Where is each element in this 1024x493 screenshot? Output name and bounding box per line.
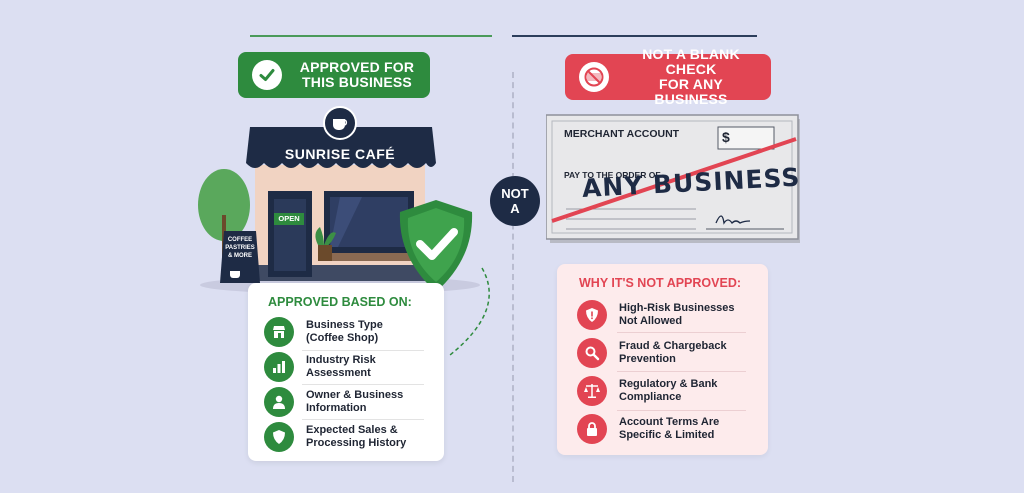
item-separator: [302, 384, 424, 385]
not-blank-check-header: NOT A BLANK CHECK FOR ANY BUSINESS: [565, 47, 771, 107]
criteria-3-line-1: Owner & Business: [306, 389, 404, 401]
check-label: MERCHANT ACCOUNT: [564, 128, 680, 140]
menu-board-line-3: & MORE: [228, 253, 252, 259]
criteria-2-line-2: Assessment: [306, 367, 371, 379]
item-separator: [302, 419, 424, 420]
scales-icon: [577, 376, 607, 406]
approved-criteria-title: APPROVED BASED ON:: [268, 295, 412, 309]
criteria-4-line-2: Processing History: [306, 437, 407, 449]
center-divider: [512, 72, 514, 482]
lock-icon: [577, 414, 607, 444]
store-icon: [264, 317, 294, 347]
reason-2-line-1: Fraud & Chargeback: [619, 340, 727, 352]
not-a-line-1: NOT: [501, 186, 529, 201]
store-sign: SUNRISE CAFÉ: [284, 146, 396, 162]
reason-1-line-2: Not Allowed: [619, 315, 683, 327]
no-money-icon: [579, 62, 609, 92]
check-circle-icon: [252, 60, 282, 90]
criteria-item-text: Business Type(Coffee Shop): [306, 319, 383, 345]
reason-3-line-2: Compliance: [619, 391, 682, 403]
top-accent-line-right: [512, 35, 757, 37]
check-pay-to: PAY TO THE ORDER OF: [564, 170, 661, 180]
reason-4-line-2: Specific & Limited: [619, 429, 715, 441]
approved-header-line-2: THIS BUSINESS: [302, 74, 412, 90]
menu-board: COFFEE PASTRIES & MORE: [222, 236, 258, 260]
connector-line: [449, 267, 490, 356]
not-a-line-2: A: [510, 201, 520, 216]
reason-4-line-1: Account Terms Are: [619, 416, 720, 428]
reason-1-line-1: High-Risk Businesses: [619, 302, 735, 314]
criteria-item: Expected Sales &Processing History: [264, 422, 426, 452]
top-accent-line-left: [250, 35, 492, 37]
menu-board-line-2: PASTRIES: [225, 245, 255, 251]
not-blank-check-line-1: NOT A BLANK CHECK: [642, 46, 740, 77]
approved-header-line-1: APPROVED FOR: [299, 59, 415, 75]
criteria-item-text: Expected Sales &Processing History: [306, 424, 406, 450]
not-a-badge: NOT A: [490, 176, 540, 226]
criteria-1-line-2: (Coffee Shop): [306, 332, 379, 344]
shield-icon: [264, 422, 294, 452]
magnifier-icon: [577, 338, 607, 368]
criteria-item: Business Type(Coffee Shop): [264, 317, 426, 347]
not-approved-title: WHY IT'S NOT APPROVED:: [579, 276, 742, 290]
approved-header-text: APPROVED FOR THIS BUSINESS: [294, 60, 430, 90]
item-separator: [617, 332, 746, 333]
item-separator: [617, 410, 746, 411]
item-separator: [617, 371, 746, 372]
check-dollar-sign: $: [722, 129, 730, 145]
bar-chart-icon: [264, 352, 294, 382]
not-blank-check-header-text: NOT A BLANK CHECK FOR ANY BUSINESS: [621, 47, 771, 107]
criteria-4-line-1: Expected Sales &: [306, 424, 398, 436]
alert-shield-icon: [577, 300, 607, 330]
approved-header: APPROVED FOR THIS BUSINESS: [238, 52, 430, 98]
reason-2-line-2: Prevention: [619, 353, 676, 365]
person-icon: [264, 387, 294, 417]
item-separator: [302, 350, 424, 351]
not-blank-check-line-2: FOR ANY BUSINESS: [654, 76, 728, 107]
criteria-2-line-1: Industry Risk: [306, 354, 376, 366]
open-door-sign: OPEN: [278, 214, 300, 223]
menu-board-line-1: COFFEE: [227, 237, 253, 243]
not-approved-reasons-card: WHY IT'S NOT APPROVED: High-Risk Busines…: [557, 264, 768, 455]
approved-criteria-card: APPROVED BASED ON: Business Type(Coffee …: [248, 283, 444, 461]
reason-3-line-1: Regulatory & Bank: [619, 378, 718, 390]
criteria-1-line-1: Business Type: [306, 319, 383, 331]
blank-check-illustration: [546, 114, 800, 243]
criteria-3-line-2: Information: [306, 402, 367, 414]
approved-shield-icon: [399, 200, 473, 292]
